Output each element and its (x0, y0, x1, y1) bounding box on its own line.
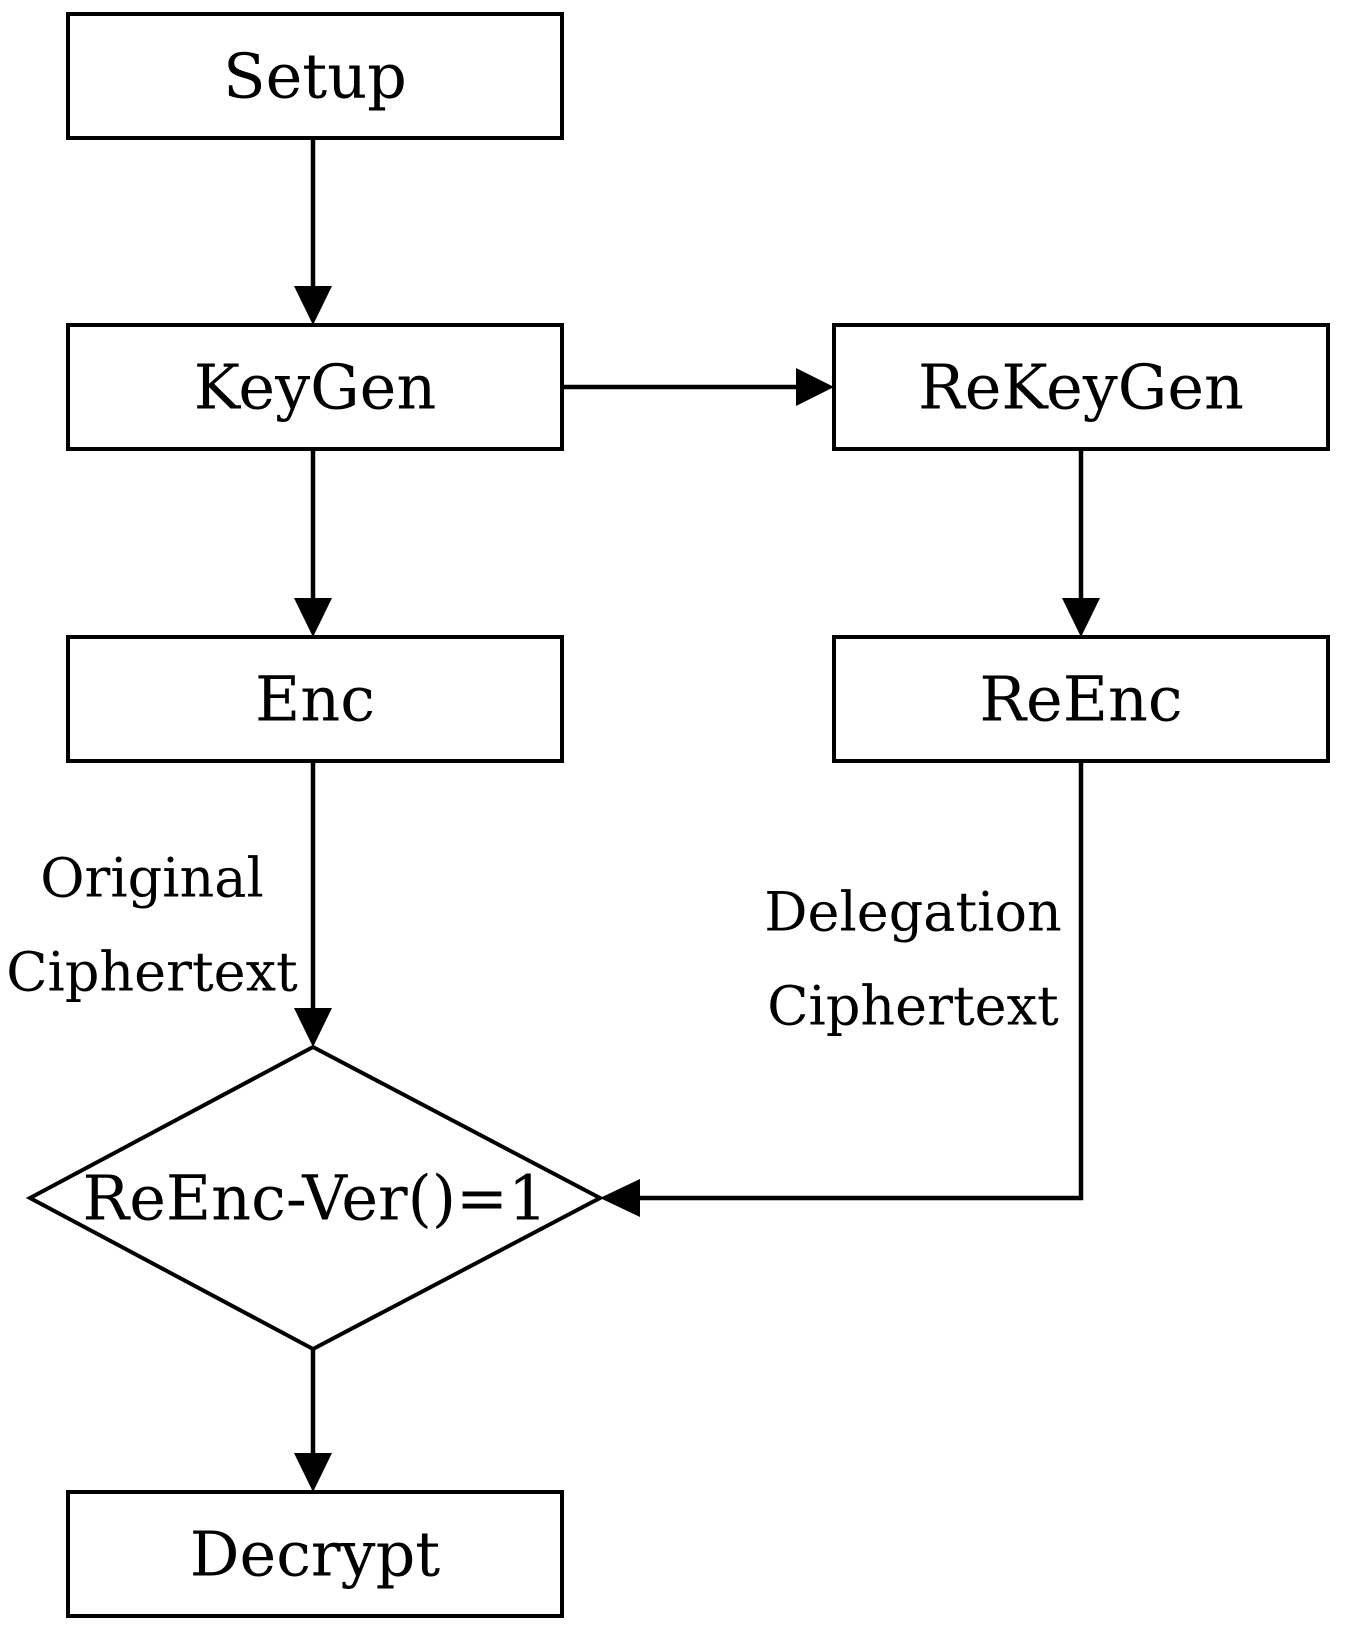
edge-label-delegation-ciphertext: Delegation Ciphertext (764, 881, 1062, 1038)
node-enc: Enc (66, 635, 564, 763)
node-verify-label: ReEnc-Ver()=1 (83, 1162, 548, 1235)
arrow-reenc-to-verify (600, 761, 1084, 1217)
node-reenc-label: ReEnc (979, 663, 1182, 736)
node-setup-label: Setup (223, 40, 407, 113)
arrow-rekeygen-to-reenc (1062, 449, 1100, 637)
arrow-keygen-to-rekeygen (562, 368, 834, 406)
node-reenc: ReEnc (832, 635, 1330, 763)
connectors (294, 138, 1100, 1492)
arrow-verify-to-decrypt (294, 1349, 332, 1492)
arrow-enc-to-verify (294, 761, 332, 1047)
original-label-line1: Original (40, 847, 263, 910)
node-keygen-label: KeyGen (194, 351, 437, 424)
edge-label-original-ciphertext: Original Ciphertext (6, 847, 298, 1004)
arrow-keygen-to-enc (294, 449, 332, 637)
node-decrypt-label: Decrypt (190, 1518, 440, 1591)
delegation-label-line1: Delegation (764, 881, 1062, 944)
original-label-line2: Ciphertext (6, 941, 298, 1004)
delegation-label-line2: Ciphertext (767, 975, 1059, 1038)
node-enc-label: Enc (255, 663, 375, 736)
node-keygen: KeyGen (66, 323, 564, 451)
node-rekeygen-label: ReKeyGen (918, 351, 1244, 424)
node-rekeygen: ReKeyGen (832, 323, 1330, 451)
arrow-setup-to-keygen (294, 138, 332, 325)
node-setup: Setup (66, 12, 564, 140)
node-decrypt: Decrypt (66, 1490, 564, 1618)
node-verify-decision: ReEnc-Ver()=1 (25, 1044, 605, 1352)
